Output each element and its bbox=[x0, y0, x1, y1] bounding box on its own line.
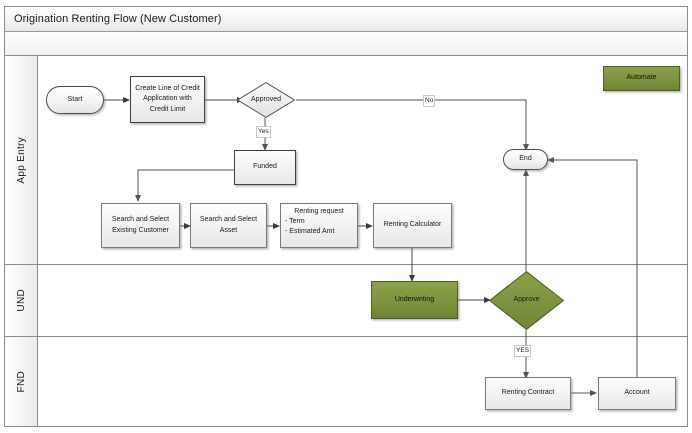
swimlane-body-und bbox=[38, 265, 687, 336]
node-renting-calculator[interactable]: Renting Calculator bbox=[373, 203, 452, 248]
node-renting-request[interactable]: Renting request - Term - Estimated Amt bbox=[280, 203, 358, 248]
node-renting-request-title: Renting request bbox=[294, 208, 344, 215]
node-end-label: End bbox=[519, 155, 532, 163]
node-search-select-existing-customer[interactable]: Search and Select Existing Customer bbox=[101, 203, 180, 248]
node-search-select-existing-customer-label: Search and Select Existing Customer bbox=[111, 216, 170, 234]
node-approve-decision[interactable]: Approve bbox=[489, 271, 564, 330]
node-account-label: Account bbox=[624, 389, 650, 397]
node-search-select-asset-label: Search and Select Asset bbox=[199, 216, 258, 234]
node-funded[interactable]: Funded bbox=[234, 150, 296, 185]
swimlane-label-app-entry: App Entry bbox=[5, 56, 38, 264]
node-underwriting[interactable]: Underwriting bbox=[371, 281, 458, 319]
node-search-select-asset[interactable]: Search and Select Asset bbox=[190, 203, 267, 248]
swimlane-fnd: FND bbox=[5, 337, 687, 426]
swimlane-label-und-text: UND bbox=[15, 289, 27, 312]
legend-automate-box: Automate bbox=[603, 66, 680, 91]
edge-label-approved-yes: Yes bbox=[256, 126, 271, 138]
node-start-label: Start bbox=[67, 95, 83, 103]
swimlane-label-fnd-text: FND bbox=[15, 370, 27, 393]
node-renting-calculator-label: Renting Calculator bbox=[383, 221, 442, 229]
swimlane-label-fnd: FND bbox=[5, 337, 38, 426]
diagram-title-bar: Origination Renting Flow (New Customer) bbox=[5, 7, 687, 32]
swimlane-und: UND bbox=[5, 265, 687, 337]
node-renting-request-term: - Term bbox=[285, 218, 305, 226]
swimlane-label-app-entry-text: App Entry bbox=[15, 136, 27, 184]
node-create-line-of-credit[interactable]: Create Line of Credit Application with C… bbox=[130, 76, 205, 123]
node-renting-contract-label: Renting Contract bbox=[501, 389, 555, 397]
node-approved-decision[interactable]: Approved bbox=[237, 82, 295, 118]
node-create-line-of-credit-label: Create Line of Credit Application with C… bbox=[135, 85, 200, 113]
title-spacer-band bbox=[5, 33, 687, 56]
node-funded-label: Funded bbox=[253, 163, 277, 171]
legend-automate-label: Automate bbox=[626, 74, 657, 82]
swimlane-body-fnd bbox=[38, 337, 687, 426]
node-start[interactable]: Start bbox=[46, 86, 104, 114]
node-approved-label: Approved bbox=[251, 95, 281, 103]
edge-label-approved-no: No bbox=[423, 95, 436, 107]
edge-label-approve-yes: YES bbox=[514, 345, 532, 357]
swimlane-label-und: UND bbox=[5, 265, 38, 336]
node-renting-contract[interactable]: Renting Contract bbox=[485, 377, 571, 410]
node-account[interactable]: Account bbox=[598, 377, 676, 410]
page-title: Origination Renting Flow (New Customer) bbox=[14, 13, 222, 25]
approved-diamond-outline bbox=[237, 82, 295, 118]
node-renting-request-amt: - Estimated Amt bbox=[285, 228, 335, 236]
node-approve-label: Approve bbox=[513, 296, 540, 304]
node-end[interactable]: End bbox=[503, 149, 548, 170]
node-underwriting-label: Underwriting bbox=[394, 295, 435, 303]
